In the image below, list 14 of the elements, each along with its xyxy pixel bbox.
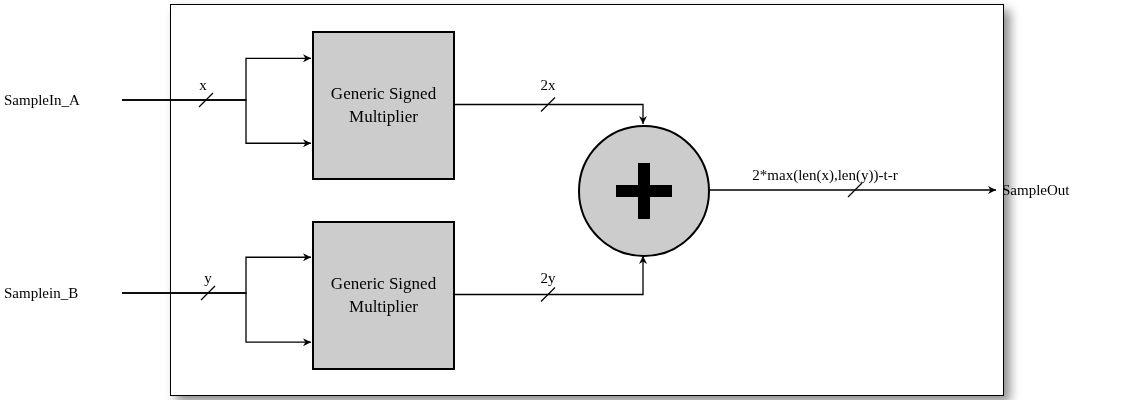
signal-arrow — [121, 292, 312, 347]
signal-label: SampleIn_A — [4, 88, 122, 112]
signal-arrow — [121, 99, 312, 148]
signal-arrow — [708, 186, 997, 194]
multiplier-box: Generic Signed Multiplier — [312, 221, 455, 370]
edge-label: 2*max(len(x),len(y))-t-r — [751, 168, 899, 183]
multiplier-box: Generic Signed Multiplier — [312, 31, 455, 180]
signal-arrow — [453, 255, 647, 296]
signal-arrow — [453, 103, 647, 125]
signal-label: Samplein_B — [4, 281, 122, 305]
signal-label: SampleOut — [1002, 178, 1120, 202]
edge-label: 2y — [539, 271, 557, 286]
edge-label: 2x — [539, 78, 557, 93]
frame-box — [170, 4, 1004, 396]
